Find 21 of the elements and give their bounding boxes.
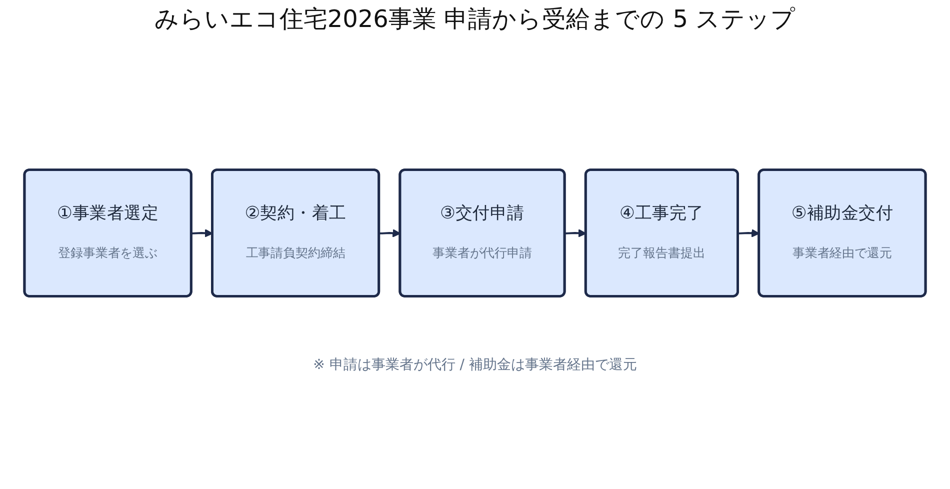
arrow	[738, 228, 760, 238]
arrow	[379, 228, 401, 238]
step-box	[23, 168, 192, 298]
step-title: ①事業者選定	[57, 203, 159, 224]
arrow	[192, 228, 214, 238]
step-description: 登録事業者を選ぶ	[58, 246, 158, 263]
step-box	[398, 168, 566, 298]
diagram-title: みらいエコ住宅2026事業 申請から受給までの 5 ステップ	[154, 5, 796, 33]
step-description: 事業者が代行申請	[432, 246, 532, 263]
step-description: 工事請負契約締結	[246, 246, 346, 263]
step-description: 事業者経由で還元	[792, 246, 892, 263]
step-title: ②契約・着工	[244, 203, 346, 224]
step-box	[758, 168, 927, 298]
arrow	[565, 228, 586, 238]
step-description: 完了報告書提出	[618, 246, 706, 263]
step-box	[584, 168, 739, 298]
step-title: ⑤補助金交付	[791, 203, 893, 224]
step-title: ④工事完了	[620, 203, 704, 224]
note-text: ※ 申請は事業者が代行 / 補助金は事業者経由で還元	[313, 356, 637, 374]
step-title: ③交付申請	[440, 203, 524, 224]
step-box	[211, 168, 380, 298]
